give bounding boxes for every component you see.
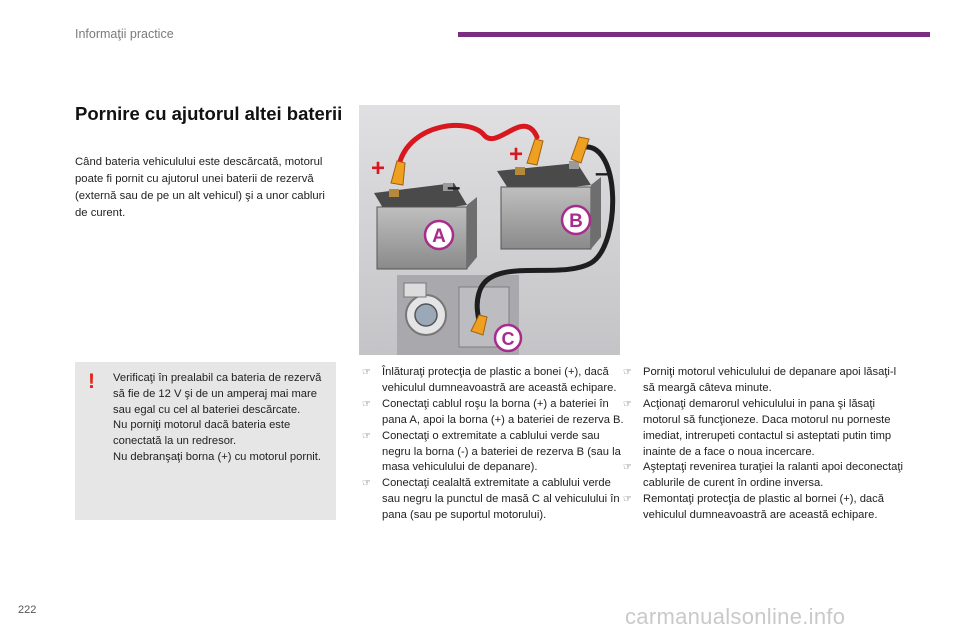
- clamp-ground: [470, 314, 488, 336]
- jump-start-illustration: + – + – A B C: [359, 105, 620, 355]
- warning-box: ! Verificaţi în prealabil ca bateria de …: [75, 362, 336, 520]
- step-text: Înlăturaţi protecţia de plastic a bonei …: [382, 366, 617, 394]
- battery-b: [497, 161, 601, 250]
- step-item: ☞ Conectaţi cealaltă extremitate a cablul…: [362, 476, 624, 524]
- step-text: Remontaţi protecţia de plastic al bornei…: [643, 493, 884, 522]
- step-text: Conectaţi o extremitate a cablului verde…: [382, 429, 621, 474]
- hand-pointer-icon: ☞: [362, 478, 371, 490]
- steps-list-middle: ☞ Înlăturaţi protecţia de plastic a bonei…: [362, 365, 624, 524]
- hand-pointer-icon: ☞: [623, 462, 632, 474]
- plus-sign-b: +: [509, 141, 523, 168]
- warning-line: Nu debranşaţi borna (+) cu motorul porni…: [113, 450, 322, 463]
- step-text: Acţionaţi demarorul vehiculului in pana …: [643, 397, 892, 458]
- step-item: ☞ Conectaţi cablul roşu la borna (+) a ba…: [362, 397, 624, 429]
- plus-sign-a: +: [371, 155, 385, 182]
- minus-sign-a: –: [447, 174, 460, 201]
- battery-a: [374, 183, 477, 270]
- badge-b: B: [560, 204, 592, 236]
- hand-pointer-icon: ☞: [623, 367, 632, 378]
- warning-line: Verificaţi în prealabil ca bateria de re…: [113, 372, 322, 416]
- clamp-b-negative: [570, 136, 590, 164]
- badge-c-label: C: [502, 329, 515, 349]
- step-text: Aşteptaţi revenirea turaţiei la ralanti …: [643, 461, 903, 490]
- hand-pointer-icon: ☞: [362, 430, 371, 442]
- step-item: ☞ Aşteptaţi revenirea turaţiei la ralanti…: [623, 460, 908, 492]
- intro-paragraph: Când bateria vehiculului este descărcată…: [75, 156, 325, 219]
- step-item: ☞ Porniţi motorul vehiculului de depanare…: [623, 365, 908, 397]
- step-text: Porniţi motorul vehiculului de depanare …: [643, 366, 897, 394]
- clamp-a-positive: [390, 160, 406, 186]
- hand-pointer-icon: ☞: [623, 494, 632, 506]
- step-text: Conectaţi cealaltă extremitate a cablulu…: [382, 477, 620, 522]
- exclamation-icon: !: [88, 370, 95, 393]
- minus-sign-b: –: [595, 160, 608, 187]
- battery-diagram: + – + – A B C: [359, 105, 620, 355]
- step-item: ☞ Remontaţi protecţia de plastic al borne…: [623, 492, 908, 524]
- warning-line: Nu porniţi motorul dacă bateria este con…: [113, 419, 291, 448]
- steps-list-right: ☞ Porniţi motorul vehiculului de depanare…: [623, 365, 908, 524]
- step-text: Conectaţi cablul roşu la borna (+) a bat…: [382, 397, 624, 426]
- hand-pointer-icon: ☞: [362, 398, 371, 410]
- badge-b-label: B: [569, 211, 583, 232]
- section-title: Informaţii practice: [75, 27, 174, 41]
- black-cable: [474, 144, 616, 334]
- page-heading: Pornire cu ajutorul altei baterii: [75, 103, 343, 124]
- hand-pointer-icon: ☞: [623, 398, 632, 410]
- page-number: 222: [18, 604, 37, 616]
- step-item: ☞ Acţionaţi demarorul vehiculului in pana…: [623, 397, 908, 461]
- badge-a-label: A: [432, 226, 446, 247]
- warning-lines: Verificaţi în prealabil ca bateria de re…: [113, 371, 327, 466]
- step-item: ☞ Înlăturaţi protecţia de plastic a bonei…: [362, 365, 624, 397]
- badge-c: C: [493, 323, 523, 353]
- watermark: carmanualsonline.info: [625, 604, 846, 629]
- red-cable: [396, 122, 540, 168]
- clamp-b-positive: [526, 138, 544, 166]
- badge-a: A: [423, 219, 455, 251]
- step-item: ☞ Conectaţi o extremitate a cablului verd…: [362, 429, 624, 477]
- header-accent-bar: [458, 32, 930, 37]
- hand-pointer-icon: ☞: [362, 367, 371, 378]
